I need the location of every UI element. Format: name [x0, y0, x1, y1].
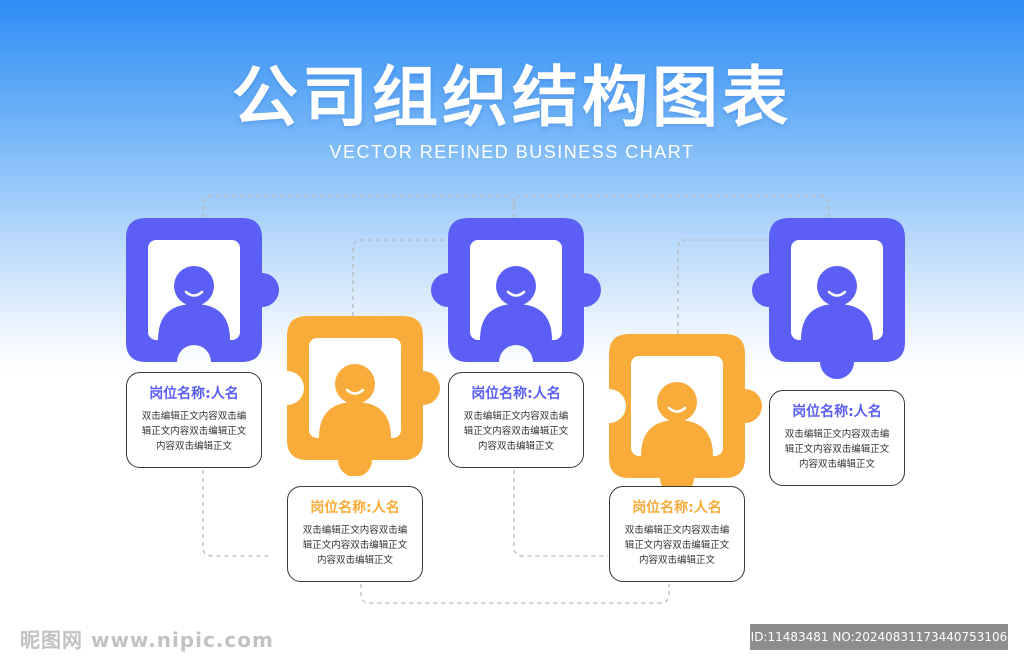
node-4-role-label: 岗位名称:人名 — [632, 500, 722, 516]
node-5-role-label: 岗位名称:人名 — [792, 404, 882, 420]
node-1-role-label: 岗位名称:人名 — [149, 386, 239, 402]
person-icon — [319, 364, 391, 438]
connector-bottom — [360, 584, 670, 604]
person-icon — [801, 266, 873, 340]
node-4-body: 双击编辑正文内容双击编辑正文内容双击编辑正文内容双击编辑正文 — [624, 525, 730, 566]
person-icon — [641, 382, 713, 456]
node-2-puzzle-frame — [270, 316, 440, 480]
person-icon — [158, 266, 230, 340]
node-3-body: 双击编辑正文内容双击编辑正文内容双击编辑正文内容双击编辑正文 — [463, 411, 569, 452]
page-subtitle: VECTOR REFINED BUSINESS CHART — [329, 142, 695, 162]
connector-node2-up — [352, 239, 448, 316]
node-4-puzzle-frame — [592, 334, 764, 498]
page-title: 公司组织结构图表 — [232, 59, 792, 136]
node-5-body: 双击编辑正文内容双击编辑正文内容双击编辑正文内容双击编辑正文 — [784, 429, 890, 470]
node-5-card[interactable]: 岗位名称:人名 双击编辑正文内容双击编辑正文内容双击编辑正文内容双击编辑正文 — [769, 390, 905, 486]
node-3-role-label: 岗位名称:人名 — [471, 386, 561, 402]
node-5-puzzle-frame — [751, 218, 911, 392]
node-1-card[interactable]: 岗位名称:人名 双击编辑正文内容双击编辑正文内容双击编辑正文内容双击编辑正文 — [126, 372, 262, 468]
connector-node1-node2 — [202, 470, 272, 557]
node-1-puzzle-frame — [126, 218, 286, 382]
connector-top-left — [202, 195, 515, 218]
watermark-left: 昵图网 www.nipic.com — [20, 628, 274, 652]
person-icon — [480, 266, 552, 340]
connector-node4-up — [677, 239, 768, 334]
node-4-card[interactable]: 岗位名称:人名 双击编辑正文内容双击编辑正文内容双击编辑正文内容双击编辑正文 — [609, 486, 745, 582]
connector-top-right — [513, 195, 830, 218]
node-2-body: 双击编辑正文内容双击编辑正文内容双击编辑正文内容双击编辑正文 — [302, 525, 408, 566]
watermark-id: ID:11483481 NO:20240831173440753106 — [750, 624, 1008, 650]
node-1-body: 双击编辑正文内容双击编辑正文内容双击编辑正文内容双击编辑正文 — [141, 411, 247, 452]
connector-node3-node4 — [513, 470, 608, 557]
node-3-card[interactable]: 岗位名称:人名 双击编辑正文内容双击编辑正文内容双击编辑正文内容双击编辑正文 — [448, 372, 584, 468]
node-2-card[interactable]: 岗位名称:人名 双击编辑正文内容双击编辑正文内容双击编辑正文内容双击编辑正文 — [287, 486, 423, 582]
node-2-role-label: 岗位名称:人名 — [310, 500, 400, 516]
node-3-puzzle-frame — [430, 218, 605, 382]
